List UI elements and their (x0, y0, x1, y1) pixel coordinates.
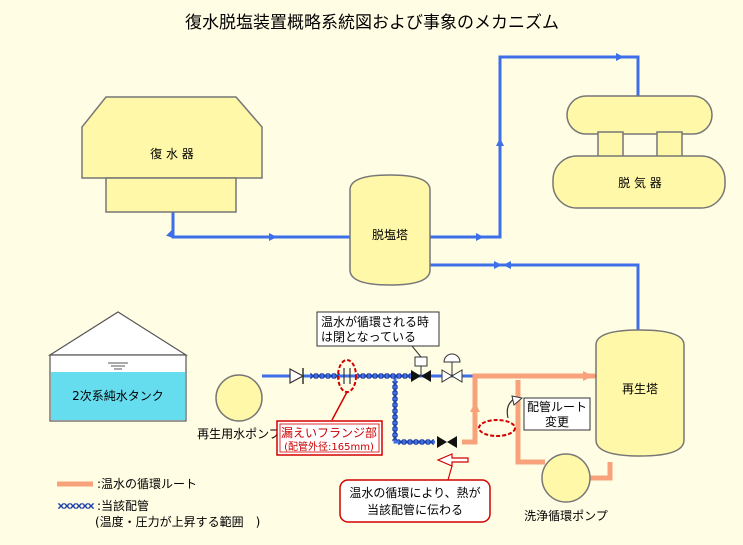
affected-pipe-x (391, 398, 399, 406)
affected-pipe-x (391, 404, 399, 412)
affected-pipe-x (392, 372, 400, 380)
check-valve (289, 367, 305, 385)
affected-pipe-x (391, 428, 399, 436)
heat-transfer-callout: 温水の循環により、熱が 当該配管に伝わる (339, 453, 491, 523)
leak-line1: 漏えいフランジ部 (281, 425, 377, 440)
affected-pipe-x (403, 438, 411, 446)
affected-pipe-x (421, 438, 429, 446)
hot-water-route (462, 371, 613, 481)
affected-pipe-x (362, 372, 370, 380)
demineralizer: 脱塩塔 (349, 174, 431, 286)
valve-note-line2: は閉となっている (321, 330, 416, 344)
pure-water-tank-label: 2次系純水タンク (72, 389, 164, 403)
affected-pipe-x (391, 422, 399, 430)
affected-pipe-x (397, 438, 405, 446)
heat-line1: 温水の循環により、熱が (349, 485, 480, 500)
condenser-label: 復 水 器 (150, 146, 194, 161)
affected-pipe-x (315, 372, 323, 380)
regen-water-pump: 再生用水ポンプ (197, 374, 281, 441)
legend-affected-pipe-swatch (57, 502, 95, 510)
regenerator-label: 再生塔 (622, 382, 658, 396)
affected-pipe-x (327, 372, 335, 380)
affected-pipe-x (427, 438, 435, 446)
affected-pipe-x (69, 502, 77, 510)
affected-pipe-x (75, 502, 83, 510)
valve-note-callout: 温水が循環される時 は閉となっている (316, 311, 440, 358)
route-change-line1: 配管ルート (527, 399, 587, 414)
legend: :温水の循環ルート :当該配管 (温度・圧力が上昇する範囲 ) (57, 477, 260, 529)
condenser: 復 水 器 (81, 96, 263, 213)
deaerator: 脱 気 器 (552, 95, 726, 209)
affected-pipe-x (391, 434, 399, 442)
affected-pipe-x (356, 372, 364, 380)
regenerator: 再生塔 (595, 329, 685, 457)
legend-affected-pipe-label: :当該配管 (97, 498, 149, 513)
closed-valve-2 (437, 436, 457, 448)
wash-circulation-pump: 洗浄循環ポンプ (524, 453, 608, 523)
control-valve (441, 353, 463, 383)
affected-pipe-x (391, 410, 399, 418)
affected-pipe-x (321, 372, 329, 380)
affected-pipe-x (386, 372, 394, 380)
leak-flange-marker (331, 359, 357, 421)
affected-pipe-x (391, 392, 399, 400)
affected-pipe-x (391, 416, 399, 424)
leak-line2: (配管外径:165mm) (284, 440, 374, 453)
affected-pipe-marks (309, 372, 435, 446)
route-change-marker (478, 395, 524, 437)
wash-pump-label: 洗浄循環ポンプ (524, 509, 608, 523)
affected-pipe-x (404, 372, 412, 380)
affected-pipe-x (309, 372, 317, 380)
legend-affected-pipe-note: (温度・圧力が上昇する範囲 ) (95, 514, 260, 529)
affected-pipe-x (57, 502, 65, 510)
affected-pipe-x (409, 438, 417, 446)
diagram-title: 復水脱塩装置概略系統図および事象のメカニズム (185, 13, 559, 33)
closed-valve-1 (411, 356, 431, 382)
affected-pipe-x (63, 502, 71, 510)
affected-pipe-x (398, 372, 406, 380)
demineralizer-label: 脱塩塔 (372, 227, 408, 242)
deaerator-label: 脱 気 器 (618, 175, 662, 190)
affected-pipe-x (368, 372, 376, 380)
route-change-line2: 変更 (545, 414, 569, 429)
valve-note-line1: 温水が循環される時 (321, 314, 429, 329)
affected-pipe-x (87, 502, 95, 510)
legend-hot-water-label: :温水の循環ルート (97, 477, 197, 491)
affected-pipe-x (380, 372, 388, 380)
affected-pipe-x (391, 380, 399, 388)
route-change-callout: 配管ルート 変更 (523, 397, 591, 431)
pure-water-tank: 2次系純水タンク (47, 311, 189, 422)
affected-pipe-x (374, 372, 382, 380)
affected-pipe-x (415, 438, 423, 446)
regen-pump-label: 再生用水ポンプ (197, 427, 281, 441)
affected-pipe-x (391, 386, 399, 394)
affected-pipe-x (81, 502, 89, 510)
leak-flange-callout: 漏えいフランジ部 (配管外径:165mm) (276, 420, 383, 456)
heat-line2: 当該配管に伝わる (367, 502, 463, 517)
